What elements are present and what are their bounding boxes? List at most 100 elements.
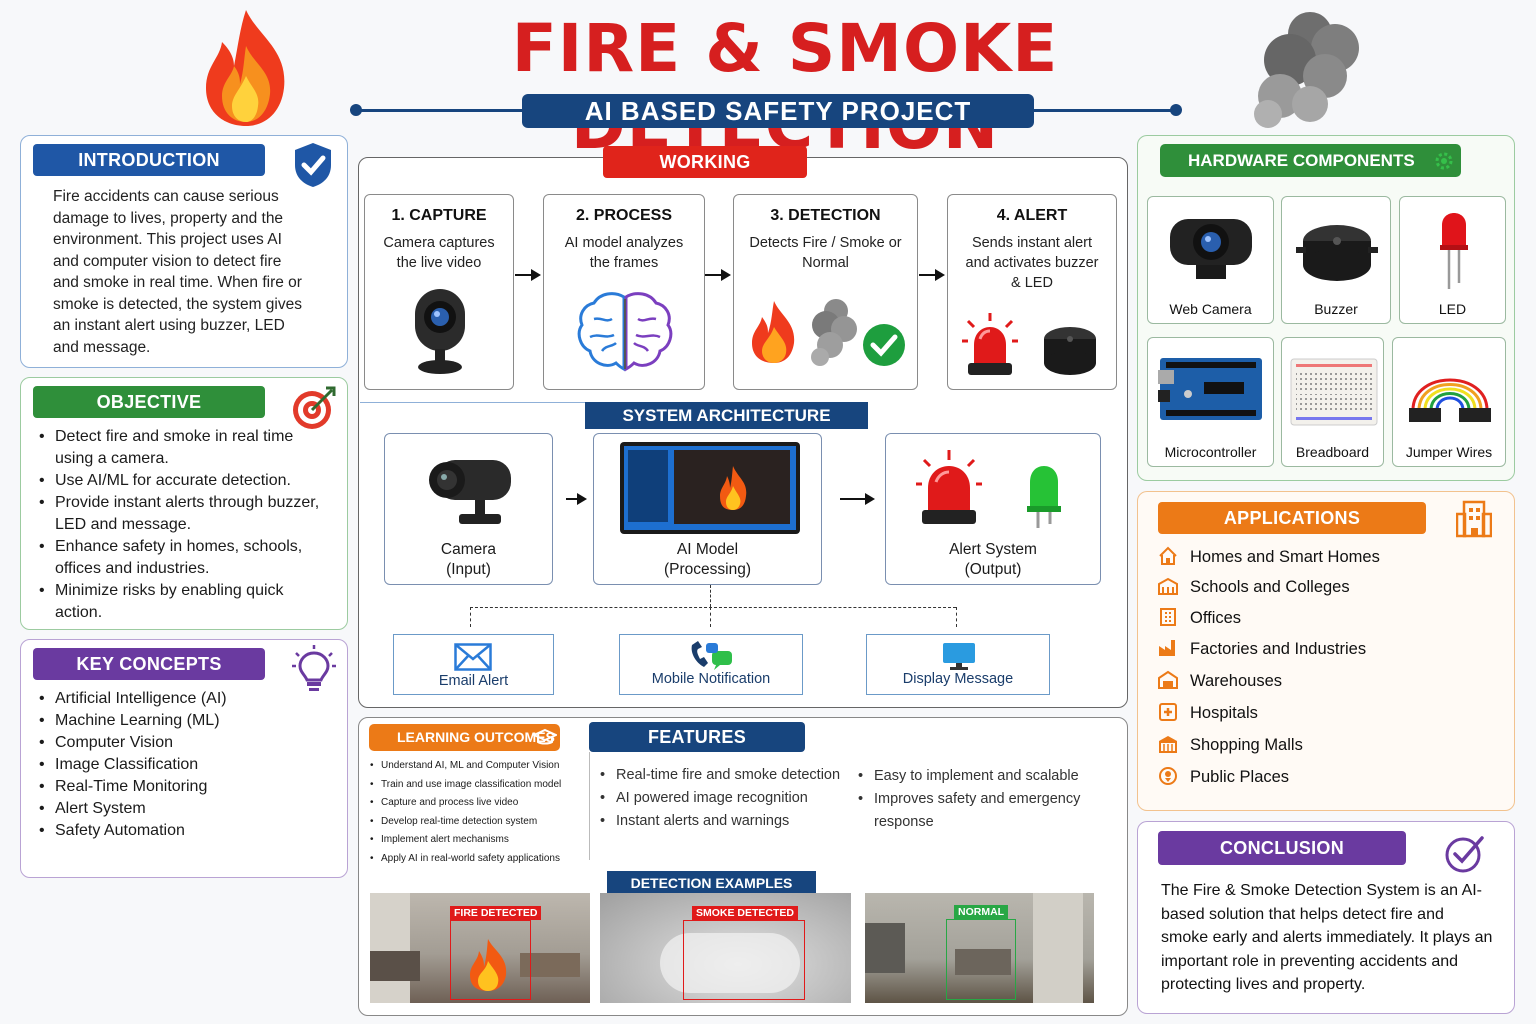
graduation-cap-icon	[531, 728, 559, 751]
phone-chat-icon	[688, 641, 736, 675]
step-capture: 1. CAPTURE Camera captures the live vide…	[364, 194, 514, 390]
home-icon	[1158, 546, 1178, 566]
list-item: Train and use image classification model	[370, 776, 585, 795]
list-item: Develop real-time detection system	[370, 813, 585, 832]
normal-detection-box	[946, 919, 1016, 1000]
step-title: 3. DETECTION	[770, 207, 881, 224]
working-heading: WORKING	[603, 146, 807, 178]
output-email-label: Email Alert	[438, 673, 509, 689]
hw-buzzer: Buzzer	[1281, 196, 1391, 324]
list-item: Use AI/ML for accurate detection.	[39, 470, 329, 492]
step-title: 2. PROCESS	[575, 207, 673, 224]
fire-detected-label: FIRE DETECTED	[450, 906, 542, 920]
target-icon	[290, 384, 338, 432]
arrow-right-icon	[721, 269, 731, 281]
arch-camera: Camera (Input)	[384, 433, 553, 585]
list-item: Detect fire and smoke in real time using…	[39, 426, 329, 470]
fire-detection-box	[450, 920, 531, 1000]
hw-breadboard: Breadboard	[1281, 337, 1384, 467]
output-display: Display Message	[866, 634, 1050, 695]
shield-check-icon	[292, 141, 334, 189]
brain-icon	[576, 289, 674, 380]
conclusion-heading: CONCLUSION	[1158, 831, 1406, 865]
monitor-fire-icon	[620, 442, 800, 534]
introduction-text: Fire accidents can cause serious damage …	[53, 188, 302, 356]
breadboard-icon	[1290, 358, 1378, 426]
hw-label: Jumper Wires	[1405, 444, 1493, 460]
step-title: 1. CAPTURE	[391, 207, 487, 224]
hw-web-camera: Web Camera	[1147, 196, 1274, 324]
step-desc: Detects Fire / Smoke or Normal	[749, 235, 902, 271]
step-detection: 3. DETECTION Detects Fire / Smoke or Nor…	[733, 194, 918, 390]
objective-list: Detect fire and smoke in real time using…	[39, 426, 329, 624]
list-item: AI powered image recognition	[600, 787, 850, 810]
list-item: Instant alerts and warnings	[600, 810, 850, 833]
webcam-icon	[405, 287, 475, 382]
cctv-camera-icon	[419, 452, 519, 538]
applications-panel	[1137, 491, 1515, 811]
list-item: Understand AI, ML and Computer Vision	[370, 757, 585, 776]
hw-label: Buzzer	[1314, 301, 1358, 317]
output-display-label: Display Message	[902, 671, 1014, 687]
check-circle-icon	[862, 323, 906, 372]
hw-label: Web Camera	[1169, 301, 1252, 317]
arch-alert-role: (Output)	[964, 561, 1022, 578]
list-item: Implement alert mechanisms	[370, 831, 585, 850]
location-icon	[1158, 766, 1178, 786]
buzzer-icon	[1296, 225, 1378, 281]
siren-icon	[914, 448, 984, 534]
warehouse-icon	[1158, 670, 1178, 690]
list-item: Machine Learning (ML)	[39, 710, 329, 732]
factory-icon	[1158, 638, 1178, 658]
list-item: Improves safety and emergency response	[858, 788, 1108, 834]
step-desc: Camera captures the live video	[383, 235, 495, 271]
list-item: Real-time fire and smoke detection	[600, 764, 850, 787]
features-list-1: Real-time fire and smoke detection AI po…	[600, 764, 850, 833]
introduction-heading: INTRODUCTION	[33, 144, 265, 176]
microcontroller-icon	[1158, 358, 1262, 420]
conclusion-text: The Fire & Smoke Detection System is an …	[1161, 882, 1493, 993]
school-icon	[1158, 576, 1178, 596]
applications-heading: APPLICATIONS	[1158, 502, 1426, 534]
learning-outcomes-list: Understand AI, ML and Computer Vision Tr…	[370, 757, 585, 868]
list-item: Real-Time Monitoring	[39, 776, 329, 798]
hw-label: Microcontroller	[1164, 444, 1257, 460]
flame-icon	[196, 6, 296, 130]
app-item-malls: Shopping Malls	[1158, 734, 1303, 755]
list-item: Image Classification	[39, 754, 329, 776]
objective-heading: OBJECTIVE	[33, 386, 265, 418]
features-heading: FEATURES	[589, 722, 805, 752]
list-item: Apply AI in real-world safety applicatio…	[370, 850, 585, 869]
gear-icon	[1432, 149, 1456, 178]
jumper-wires-icon	[1409, 378, 1491, 422]
page-subtitle: AI BASED SAFETY PROJECT	[522, 94, 1034, 128]
mall-icon	[1158, 734, 1178, 754]
red-led-icon	[1440, 213, 1468, 289]
arch-alert-name: Alert System	[949, 541, 1037, 558]
hw-label: LED	[1438, 301, 1467, 317]
lightbulb-icon	[292, 645, 336, 693]
features-list-2: Easy to implement and scalable Improves …	[858, 765, 1108, 834]
app-item-warehouses: Warehouses	[1158, 670, 1282, 691]
key-concepts-list: Artificial Intelligence (AI) Machine Lea…	[39, 688, 329, 842]
arch-ai-model: AI Model (Processing)	[593, 433, 822, 585]
step-desc: AI model analyzes the frames	[564, 235, 684, 271]
list-item: Provide instant alerts through buzzer, L…	[39, 492, 329, 536]
hw-led: LED	[1399, 196, 1506, 324]
detection-examples-heading: DETECTION EXAMPLES	[607, 871, 816, 895]
page-title: FIRE & SMOKE DETECTION	[511, 10, 1059, 164]
output-mobile-label: Mobile Notification	[651, 671, 771, 687]
arch-camera-role: (Input)	[446, 561, 491, 578]
hardware-heading: HARDWARE COMPONENTS	[1160, 144, 1461, 177]
list-item: Safety Automation	[39, 820, 329, 842]
arrow-right-icon	[531, 269, 541, 281]
arch-camera-name: Camera	[440, 541, 497, 558]
buildings-icon	[1455, 500, 1493, 543]
arrow-right-icon	[865, 493, 875, 505]
list-item: Artificial Intelligence (AI)	[39, 688, 329, 710]
app-item-factories: Factories and Industries	[1158, 638, 1366, 659]
list-item: Minimize risks by enabling quick action.	[39, 580, 329, 624]
app-item-schools: Schools and Colleges	[1158, 576, 1350, 597]
hw-microcontroller: Microcontroller	[1147, 337, 1274, 467]
fire-icon	[748, 299, 800, 370]
